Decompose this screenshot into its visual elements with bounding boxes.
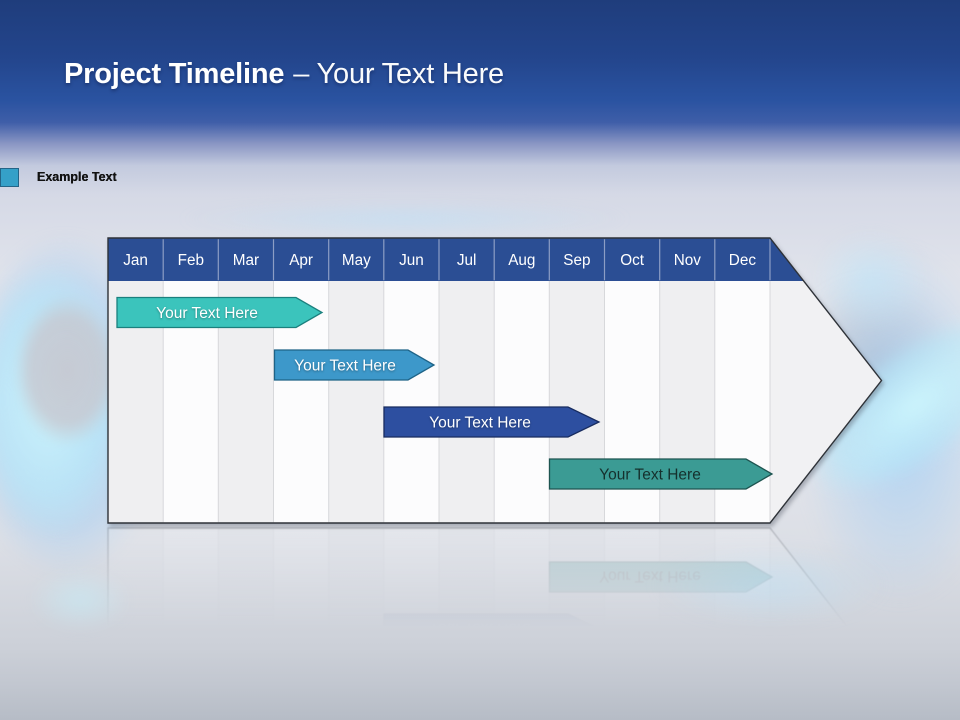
legend-label: Example Text [37,170,117,184]
gantt-bar-label: Your Text Here [156,305,258,322]
gantt-bar-label: Your Text Here [599,467,701,484]
slide-title: Project Timeline– Your Text Here [64,56,504,92]
legend-label: Example Text [37,170,117,184]
timeline-chart: Jan Feb Mar Apr May Jun Jul Aug Sep Oct … [100,230,900,532]
month-label-sep: Sep [563,252,590,269]
gantt-bar-shape [383,406,601,438]
gantt-bar-shape [273,349,436,381]
gantt-bar-2: Your Text Here [273,349,436,381]
title-secondary: – Your Text Here [293,58,504,90]
title-primary: Project Timeline [64,58,285,90]
month-header-band [108,238,804,281]
month-label-dec: Dec [729,252,757,269]
legend-label: Example Text [37,170,117,184]
month-label-jul: Jul [457,252,477,269]
gantt-bar-shape [548,458,774,490]
gantt-bar-shape [116,296,324,329]
month-label-nov: Nov [674,252,702,269]
gantt-bar-label: Your Text Here [429,415,531,432]
month-label-apr: Apr [289,252,313,269]
timeline-arrowhead [770,238,882,523]
month-label-jun: Jun [399,252,424,269]
legend-swatch-lightblue [0,167,19,187]
month-label-oct: Oct [620,252,645,269]
month-label-may: May [342,252,371,269]
legend-item: Example Text [0,166,117,188]
legend-label: Example Text [37,170,117,184]
header-separators [162,239,771,281]
month-label-aug: Aug [508,252,535,269]
gantt-bar-4: Your Text Here [548,458,774,490]
gantt-bar-3: Your Text Here [383,406,601,438]
timeline-arrow-outline [107,237,883,524]
gantt-bar-1: Your Text Here [116,296,324,329]
month-label-jan: Jan [123,252,148,269]
column-separators [162,281,771,523]
timeline-reflection [100,519,900,679]
month-label-mar: Mar [233,252,259,269]
month-label-feb: Feb [178,252,204,269]
gantt-bar-label: Your Text Here [294,358,396,375]
